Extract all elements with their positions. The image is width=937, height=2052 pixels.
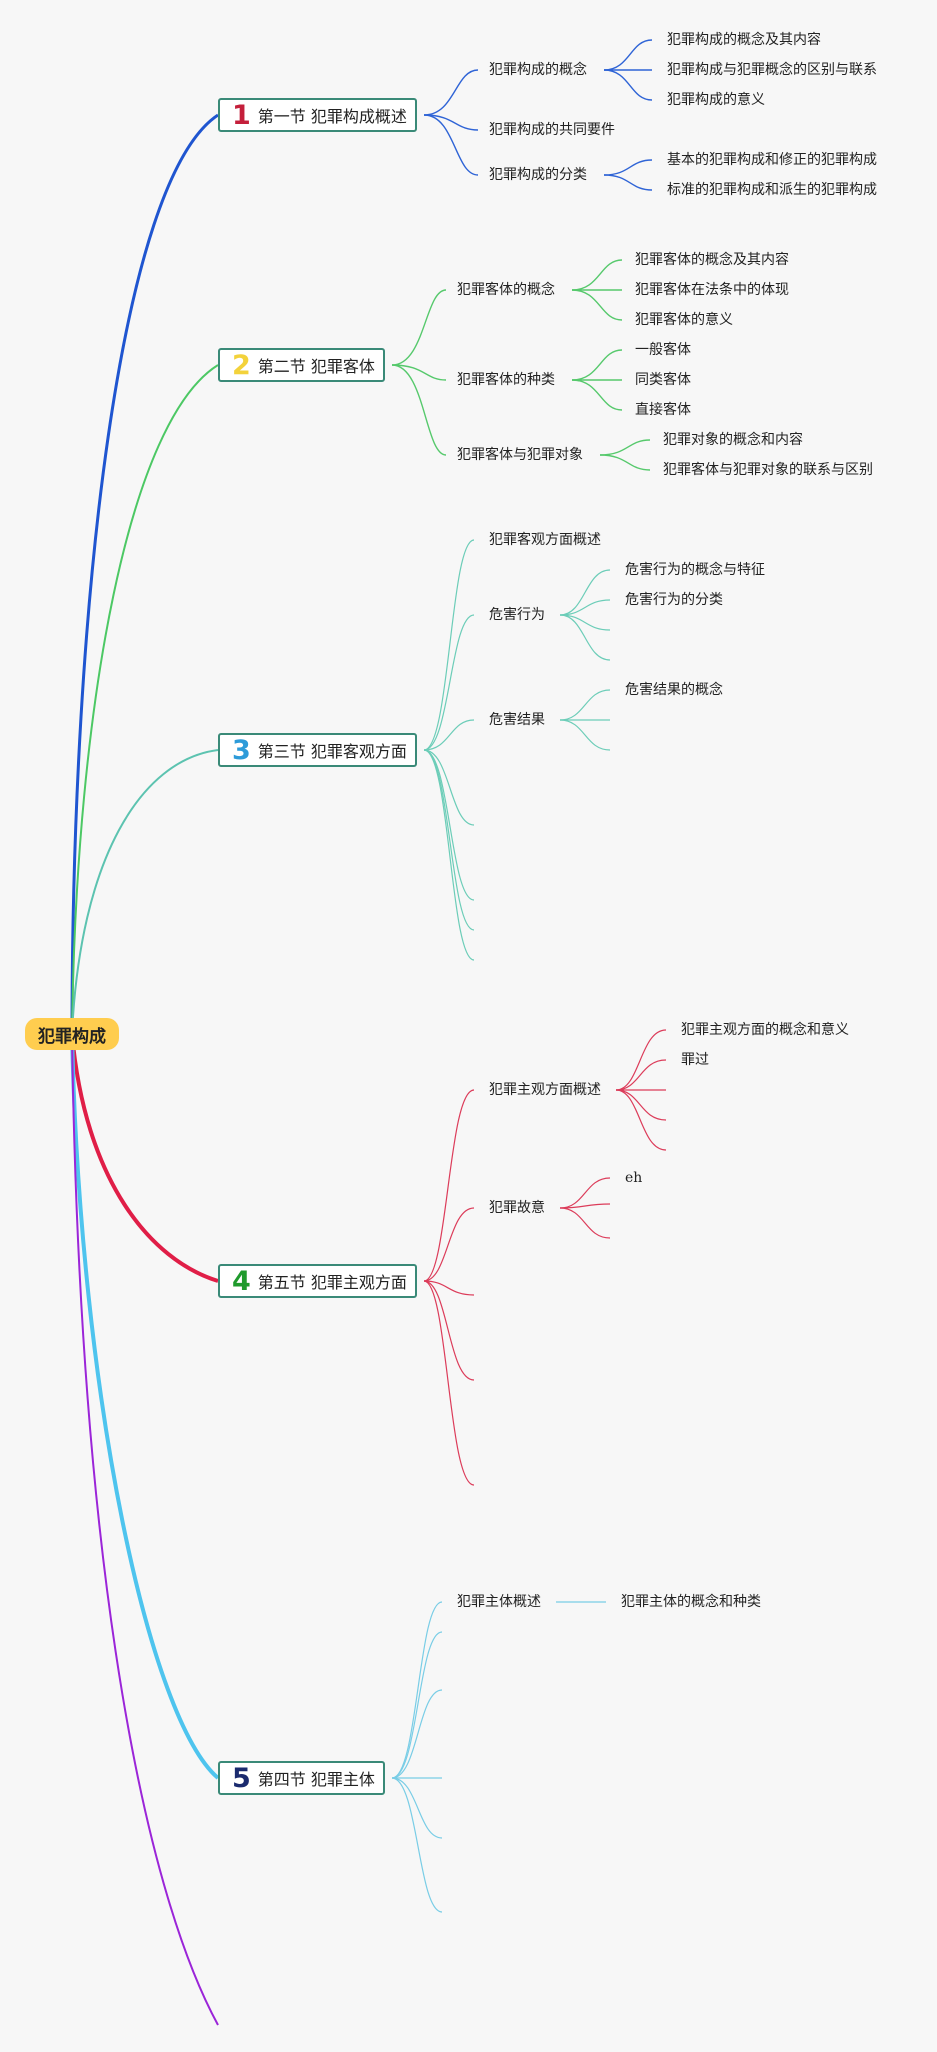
- subtopic-node[interactable]: 犯罪客体的意义: [635, 312, 733, 328]
- subtopic-node[interactable]: 直接客体: [635, 402, 691, 418]
- subtopic-node[interactable]: 犯罪构成的意义: [667, 92, 765, 108]
- topic-node[interactable]: 危害结果: [489, 712, 545, 728]
- section-3-label: 第三节 犯罪客观方面: [257, 742, 407, 761]
- section-node-1[interactable]: 1 第一节 犯罪构成概述: [218, 98, 417, 132]
- topic-node[interactable]: 犯罪客体的种类: [457, 372, 555, 388]
- section-node-5[interactable]: 5 第四节 犯罪主体: [218, 1761, 385, 1795]
- subtopic-node[interactable]: 一般客体: [635, 342, 691, 358]
- section-3-connectors: [423, 539, 611, 961]
- subtopic-node[interactable]: 犯罪客体与犯罪对象的联系与区别: [663, 462, 873, 478]
- topic-node[interactable]: 危害行为: [489, 607, 545, 623]
- topic-node[interactable]: 犯罪客体的概念: [457, 282, 555, 298]
- subtopic-node[interactable]: 危害结果的概念: [625, 682, 723, 698]
- subtopic-node[interactable]: 罪过: [681, 1052, 709, 1068]
- branch-extra: [71, 1033, 219, 2026]
- subtopic-node[interactable]: 犯罪构成与犯罪概念的区别与联系: [667, 62, 877, 78]
- root-node[interactable]: 犯罪构成: [25, 1018, 119, 1050]
- section-node-4[interactable]: 4 第五节 犯罪主观方面: [218, 1264, 417, 1298]
- subtopic-node[interactable]: 同类客体: [635, 372, 691, 388]
- branch-4: [70, 1033, 219, 1283]
- subtopic-node[interactable]: 犯罪客体在法条中的体现: [635, 282, 789, 298]
- subtopic-node[interactable]: 危害行为的概念与特征: [625, 562, 765, 578]
- branch-2: [71, 364, 219, 1035]
- topic-node[interactable]: 犯罪构成的分类: [489, 167, 587, 183]
- topic-node[interactable]: 犯罪故意: [489, 1200, 545, 1216]
- section-2-connectors: [391, 259, 651, 471]
- section-5-label: 第四节 犯罪主体: [257, 1770, 375, 1789]
- subtopic-node[interactable]: 犯罪主体的概念和种类: [621, 1594, 761, 1610]
- topic-node[interactable]: 犯罪客观方面概述: [489, 532, 601, 548]
- topic-node[interactable]: 犯罪客体与犯罪对象: [457, 447, 583, 463]
- section-1-label: 第一节 犯罪构成概述: [257, 107, 407, 126]
- section-4-connectors: [423, 1029, 667, 1486]
- topic-node[interactable]: 犯罪构成的共同要件: [489, 122, 615, 138]
- subtopic-node[interactable]: 标准的犯罪构成和派生的犯罪构成: [667, 182, 877, 198]
- subtopic-node[interactable]: 危害行为的分类: [625, 592, 723, 608]
- section-2-label: 第二节 犯罪客体: [257, 357, 375, 376]
- subtopic-node[interactable]: 基本的犯罪构成和修正的犯罪构成: [667, 152, 877, 168]
- section-1-connectors: [423, 39, 653, 191]
- number-2-icon: 2: [232, 349, 251, 381]
- topic-node[interactable]: 犯罪主观方面概述: [489, 1082, 601, 1098]
- subtopic-node[interactable]: 犯罪主观方面的概念和意义: [681, 1022, 849, 1038]
- number-5-icon: 5: [232, 1762, 251, 1794]
- branch-3: [71, 749, 219, 1035]
- subtopic-node[interactable]: eh: [625, 1170, 643, 1186]
- section-node-3[interactable]: 3 第三节 犯罪客观方面: [218, 733, 417, 767]
- subtopic-node[interactable]: 犯罪客体的概念及其内容: [635, 252, 789, 268]
- topic-node[interactable]: 犯罪主体概述: [457, 1594, 541, 1610]
- number-4-icon: 4: [232, 1265, 251, 1297]
- number-3-icon: 3: [232, 734, 251, 766]
- section-4-label: 第五节 犯罪主观方面: [257, 1273, 407, 1292]
- section-5-connectors: [391, 1601, 606, 1913]
- branch-1: [70, 113, 219, 1035]
- section-node-2[interactable]: 2 第二节 犯罪客体: [218, 348, 385, 382]
- subtopic-node[interactable]: 犯罪对象的概念和内容: [663, 432, 803, 448]
- branch-5: [70, 1033, 220, 1780]
- number-1-icon: 1: [232, 99, 251, 131]
- subtopic-node[interactable]: 犯罪构成的概念及其内容: [667, 32, 821, 48]
- topic-node[interactable]: 犯罪构成的概念: [489, 62, 587, 78]
